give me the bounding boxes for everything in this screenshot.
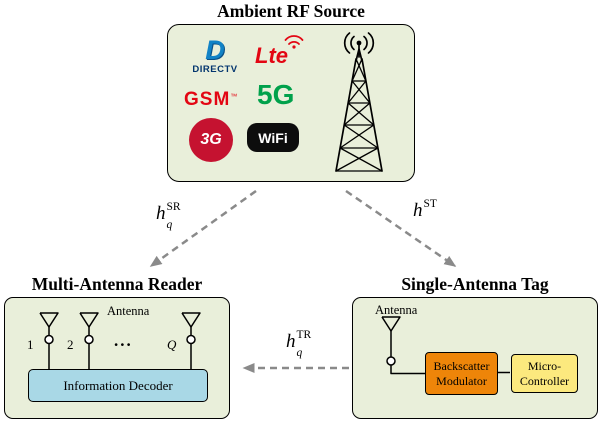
backscatter-modulator-box: Backscatter Modulator xyxy=(425,352,498,395)
tag-antenna-label: Antenna xyxy=(375,303,418,317)
lte-logo: Lte xyxy=(255,35,307,69)
gsm-logo: GSM™ xyxy=(184,89,237,111)
antenna-index-q: Q xyxy=(167,337,177,352)
micro-controller-label: Micro-Controller xyxy=(519,358,570,388)
single-antenna-tag-panel: Antenna Backscatter Modulator Micro-Cont… xyxy=(352,297,598,419)
radio-tower-icon xyxy=(335,32,383,172)
reader-title: Multi-Antenna Reader xyxy=(31,274,203,294)
directv-d-glyph: D xyxy=(205,35,225,65)
antenna-ellipsis: ... xyxy=(114,331,133,350)
channel-sr-sub: q xyxy=(166,219,173,231)
channel-sr-sup: SR xyxy=(166,200,181,213)
reader-antenna-q-icon xyxy=(181,312,201,369)
reader-antenna-1-icon xyxy=(39,312,59,369)
channel-st-base: h xyxy=(413,200,423,221)
3g-label: 3G xyxy=(200,131,222,148)
multi-antenna-reader-panel: Antenna 1 xyxy=(4,297,230,419)
directv-logo: D DIRECTV xyxy=(183,35,247,76)
information-decoder-label: Information Decoder xyxy=(63,377,173,393)
tag-antenna-icon xyxy=(381,316,426,375)
lte-label: Lte xyxy=(255,43,288,68)
information-decoder-box: Information Decoder xyxy=(28,369,208,402)
channel-tr-sub: q xyxy=(296,347,303,359)
3g-logo: 3G xyxy=(189,118,233,162)
channel-tr-base: h xyxy=(286,331,296,352)
wifi-label: WiFi xyxy=(258,129,288,146)
directv-label: DIRECTV xyxy=(192,64,238,75)
channel-sr-base: h xyxy=(156,203,166,224)
5g-label: 5G xyxy=(257,79,295,110)
channel-tr-sup: TR xyxy=(296,328,312,341)
antenna-index-1: 1 xyxy=(27,337,34,352)
antenna-index-2: 2 xyxy=(67,337,74,352)
lte-signal-icon xyxy=(284,35,304,49)
channel-st-sup: ST xyxy=(423,197,437,210)
tag-title: Single-Antenna Tag xyxy=(401,274,549,294)
source-title: Ambient RF Source xyxy=(217,1,365,21)
gsm-label: GSM xyxy=(184,89,231,110)
reader-antenna-2-icon xyxy=(79,312,99,369)
wifi-logo: WiFi xyxy=(247,123,299,152)
reader-antenna-label: Antenna xyxy=(107,304,150,318)
gsm-trademark: ™ xyxy=(230,93,238,101)
backscatter-modulator-label: Backscatter Modulator xyxy=(433,358,490,388)
ambient-rf-source-panel: D DIRECTV Lte GSM™ 5G 3G WiFi xyxy=(167,24,415,182)
5g-logo: 5G xyxy=(257,79,294,111)
micro-controller-box: Micro-Controller xyxy=(511,354,578,393)
